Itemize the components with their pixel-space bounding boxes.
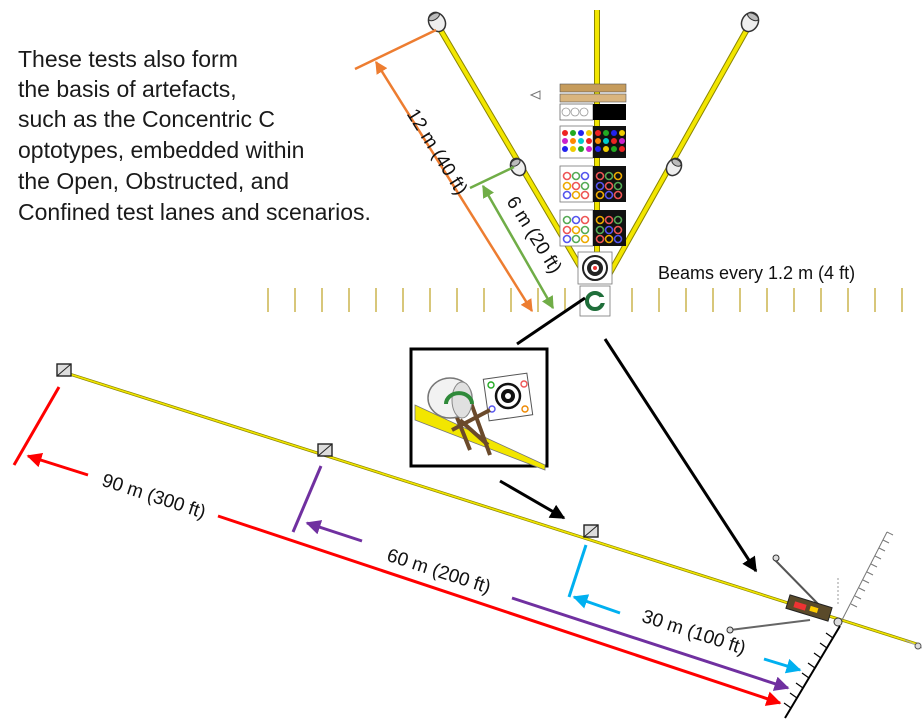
inset-target-stand (427, 372, 534, 456)
color-dot-grid (562, 130, 625, 152)
concentric-c-target-icon (582, 255, 608, 281)
c-ring-grid (562, 171, 623, 244)
caption-line-5: the Open, Obstructed, and (18, 168, 290, 194)
concentric-c-target-icon (585, 291, 606, 311)
caption-line-4: optotypes, embedded within (18, 137, 305, 163)
hatched-boundary (841, 531, 894, 621)
zoom-inset (409, 296, 586, 471)
dimension-label-90m: 90 m (300 ft) (99, 470, 208, 523)
hatched-baseline (783, 625, 841, 719)
optotype-chart-column (559, 83, 627, 317)
dimension-6m (469, 165, 555, 310)
dimension-90m (12, 386, 782, 706)
upper-v-lane: 12 m (40 ft) 6 m (20 ft) Beams every 1.2… (267, 10, 903, 317)
camera-icon (56, 363, 72, 377)
caption-line-3: such as the Concentric C (18, 106, 275, 132)
camera-icon (740, 11, 760, 33)
beams-label: Beams every 1.2 m (4 ft) (658, 263, 855, 283)
caption-line-1: These tests also form (18, 46, 238, 72)
caption-line-2: the basis of artefacts, (18, 76, 237, 102)
dimension-label-12m: 12 m (40 ft) (402, 105, 471, 199)
camera-icon (583, 524, 599, 538)
inset-ring-optotype (427, 377, 474, 419)
dimension-60m (291, 465, 790, 691)
camera-icon (427, 11, 447, 33)
dimension-30m (567, 544, 802, 674)
caption-line-6: Confined test lanes and scenarios. (18, 199, 371, 225)
camera-icon (665, 157, 683, 177)
pointer-arrow-lane (603, 338, 758, 573)
robot-vehicle-icon (726, 554, 843, 634)
camera-icon (317, 443, 333, 457)
pointer-arrow-inset (499, 479, 566, 520)
pointer-icon (529, 90, 541, 100)
